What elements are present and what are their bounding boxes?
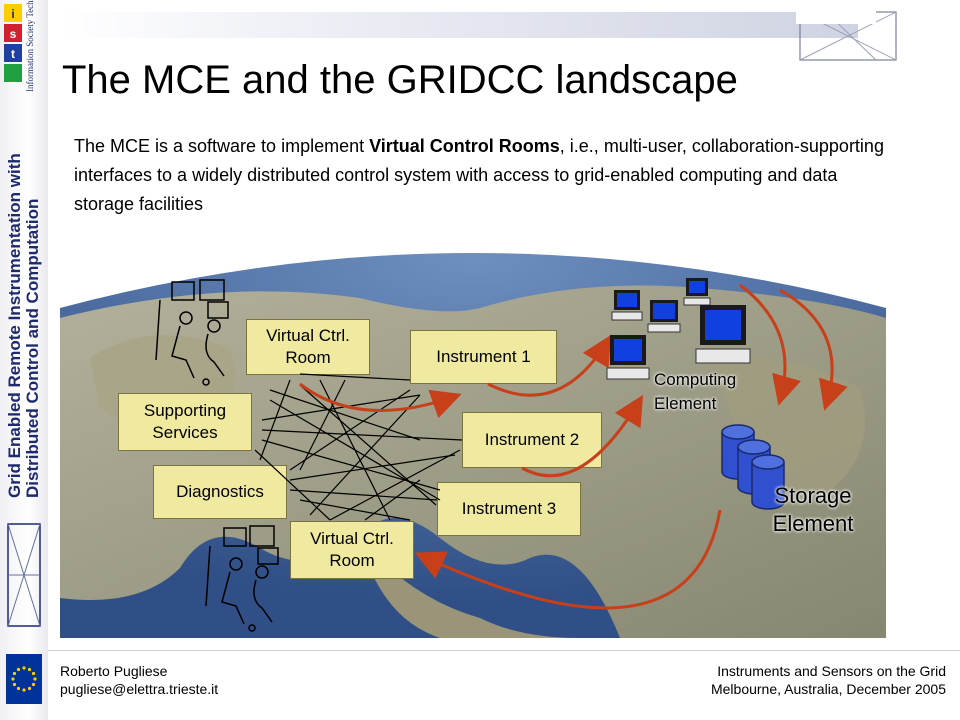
virtual-ctrl-room-box-1: Virtual Ctrl. Room — [246, 319, 370, 375]
slide-title: The MCE and the GRIDCC landscape — [62, 58, 738, 102]
svg-text:i: i — [11, 7, 14, 21]
footer-event-block: Instruments and Sensors on the Grid Melb… — [711, 662, 946, 698]
diagnostics-box: Diagnostics — [153, 465, 287, 519]
top-decorative-bar — [58, 12, 858, 38]
sidebar-title-line2: Distributed Control and Computation — [23, 198, 42, 498]
computing-element-label: Computing Element — [654, 368, 744, 416]
footer-event: Instruments and Sensors on the Grid — [717, 663, 946, 679]
eu-star-icon — [16, 686, 21, 691]
sidebar-title-line1: Grid Enabled Remote Instrumentation with — [5, 153, 24, 498]
eu-star-icon — [22, 688, 26, 692]
ist-label: Information Society Technologies — [25, 0, 35, 92]
instrument-3-box: Instrument 3 — [437, 482, 581, 536]
eu-star-icon — [33, 677, 37, 681]
intro-paragraph: The MCE is a software to implement Virtu… — [74, 132, 894, 219]
footer-location: Melbourne, Australia, December 2005 — [710, 681, 946, 697]
eu-star-icon — [31, 682, 36, 687]
footer-email: pugliese@elettra.trieste.it — [60, 681, 219, 697]
storage-element-label: Storage Element — [763, 482, 863, 538]
ist-logo-icon: i s t — [4, 4, 22, 82]
computing-element-text: Computing Element — [654, 370, 737, 413]
footer-divider — [48, 650, 960, 651]
intro-bold-term: Virtual Control Rooms — [369, 136, 560, 156]
left-sidebar-strip: i s t Information Society Technologies G… — [0, 0, 48, 720]
eu-flag-icon — [6, 654, 42, 704]
instrument-2-box: Instrument 2 — [462, 412, 602, 468]
eu-star-icon — [22, 666, 26, 670]
svg-text:t: t — [11, 47, 15, 61]
gridcc-top-logo-icon — [796, 6, 897, 61]
eu-star-icon — [31, 671, 36, 676]
eu-star-icon — [16, 667, 21, 672]
instrument-1-box: Instrument 1 — [410, 330, 557, 384]
eu-star-icon — [12, 671, 17, 676]
eu-star-icon — [27, 686, 32, 691]
storage-element-text: Storage Element — [772, 483, 854, 536]
supporting-services-box: Supporting Services — [118, 393, 252, 451]
eu-star-icon — [11, 677, 15, 681]
intro-text-part2: , i.e., multi-user, collaboration-suppor… — [74, 136, 884, 214]
virtual-ctrl-room-box-2: Virtual Ctrl. Room — [290, 521, 414, 579]
eu-star-icon — [27, 667, 32, 672]
eu-star-icon — [12, 682, 17, 687]
footer-author: Roberto Pugliese — [60, 663, 168, 679]
footer-author-block: Roberto Pugliese pugliese@elettra.triest… — [60, 662, 218, 698]
svg-text:s: s — [10, 27, 17, 41]
gridcc-logo-icon — [7, 523, 41, 627]
intro-text-part1: The MCE is a software to implement — [74, 136, 370, 156]
